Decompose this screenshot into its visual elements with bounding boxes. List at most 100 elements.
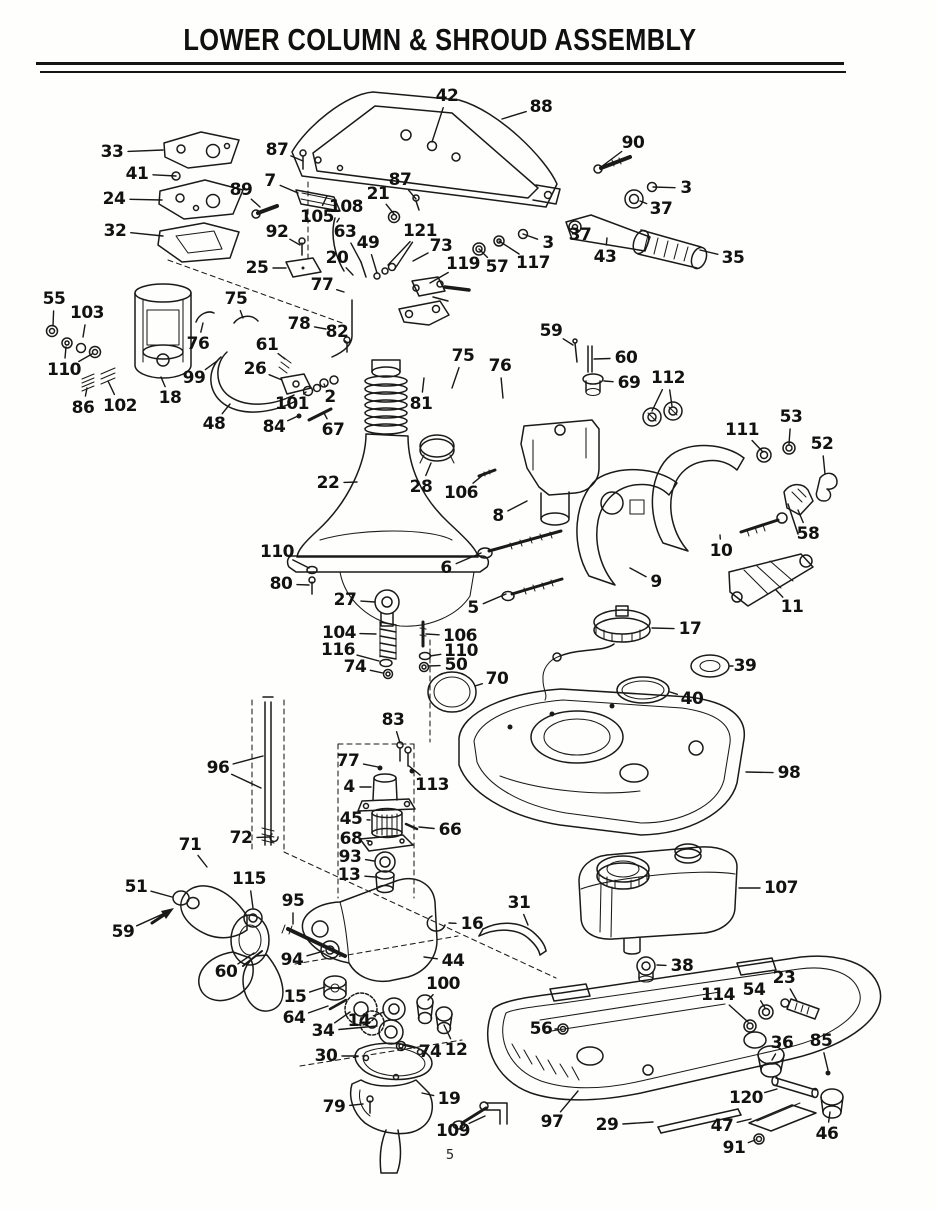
leader-line	[522, 233, 539, 240]
leader-line	[313, 326, 327, 330]
callout-27: 27	[333, 590, 357, 610]
leader-line	[200, 322, 204, 333]
leader-line	[523, 913, 529, 926]
leader-line	[474, 683, 483, 687]
leader-line	[472, 474, 484, 484]
callout-87: 87	[388, 170, 412, 190]
callout-81: 81	[409, 394, 433, 414]
callout-55: 55	[42, 289, 66, 309]
callout-73: 73	[429, 236, 453, 256]
callout-90: 90	[621, 133, 645, 153]
part-water-pump	[357, 746, 419, 894]
callout-105: 105	[300, 207, 335, 227]
callout-115: 115	[232, 869, 267, 889]
callout-64: 64	[282, 1008, 306, 1028]
callout-56: 56	[529, 1019, 553, 1039]
leader-line	[500, 377, 504, 399]
leader-line	[478, 248, 489, 259]
leader-line	[431, 106, 444, 143]
callout-53: 53	[779, 407, 803, 427]
leader-line	[336, 289, 345, 293]
leader-line	[455, 552, 482, 565]
callout-35: 35	[721, 248, 745, 268]
part-top-cowl	[458, 605, 746, 836]
callout-116: 116	[321, 640, 356, 660]
leader-line	[745, 771, 774, 774]
leader-line	[651, 388, 664, 412]
leader-line	[364, 875, 376, 878]
title-rule-bottom	[40, 71, 846, 73]
leader-line	[323, 383, 326, 388]
leader-line	[427, 993, 434, 1001]
callout-83: 83	[381, 710, 405, 730]
callout-13: 13	[337, 865, 361, 885]
callout-100: 100	[426, 974, 461, 994]
leader-line	[728, 1004, 749, 1023]
callout-119: 119	[446, 254, 481, 274]
callout-71: 71	[178, 835, 202, 855]
leader-line	[501, 110, 527, 120]
callout-59: 59	[111, 922, 135, 942]
part-top-linkage	[251, 149, 529, 326]
callout-86: 86	[71, 398, 95, 418]
callout-60: 60	[214, 962, 238, 982]
page-title: LOWER COLUMN & SHROUD ASSEMBLY	[183, 22, 697, 57]
callout-32: 32	[103, 221, 127, 241]
leader-line	[507, 500, 528, 512]
leader-line	[360, 600, 376, 603]
callout-84: 84	[262, 417, 286, 437]
callout-60: 60	[614, 348, 638, 368]
part-swivel-bracket	[419, 419, 600, 602]
callout-76: 76	[488, 356, 512, 376]
leader-line	[336, 217, 340, 223]
callout-61: 61	[255, 335, 279, 355]
leader-line	[135, 912, 166, 927]
leader-line	[669, 691, 678, 695]
leader-line	[421, 1092, 435, 1097]
leader-line	[239, 309, 244, 319]
part-shroud-cylinder	[134, 283, 192, 379]
leader-line	[323, 412, 328, 420]
leader-line	[764, 1088, 778, 1094]
leader-line	[279, 184, 299, 194]
leader-line	[760, 1000, 766, 1009]
callout-121: 121	[403, 221, 438, 241]
leader-line	[395, 731, 401, 744]
part-throttle-grip	[565, 155, 708, 270]
leader-line	[362, 763, 379, 768]
callout-34: 34	[311, 1021, 335, 1041]
callout-4: 4	[343, 777, 355, 797]
leader-line	[152, 174, 177, 177]
callout-88: 88	[529, 97, 553, 117]
callout-89: 89	[229, 180, 253, 200]
leader-line	[345, 267, 354, 276]
callout-37: 37	[649, 199, 673, 219]
callout-9: 9	[650, 572, 662, 592]
leader-line	[150, 890, 173, 898]
callout-87: 87	[265, 140, 289, 160]
callout-25: 25	[245, 258, 269, 278]
leader-line	[82, 324, 86, 338]
leader-line	[412, 252, 429, 262]
leader-line	[827, 1111, 831, 1123]
callout-17: 17	[678, 619, 702, 639]
callout-21: 21	[366, 184, 390, 204]
leader-line	[797, 509, 804, 524]
callout-26: 26	[243, 359, 267, 379]
leader-line	[576, 227, 579, 232]
leader-line	[204, 360, 218, 371]
leader-line	[393, 241, 414, 271]
leader-line	[652, 186, 676, 189]
callout-33: 33	[100, 142, 124, 162]
leader-line	[622, 1121, 654, 1125]
part-lower-pan	[452, 955, 882, 1134]
leader-line	[302, 391, 307, 395]
callout-74: 74	[343, 657, 367, 677]
leader-line	[338, 1025, 378, 1031]
leader-line	[423, 956, 438, 960]
leader-line	[651, 627, 675, 630]
leader-line	[160, 376, 166, 388]
leader-line	[482, 593, 507, 605]
part-propeller	[150, 885, 347, 1012]
